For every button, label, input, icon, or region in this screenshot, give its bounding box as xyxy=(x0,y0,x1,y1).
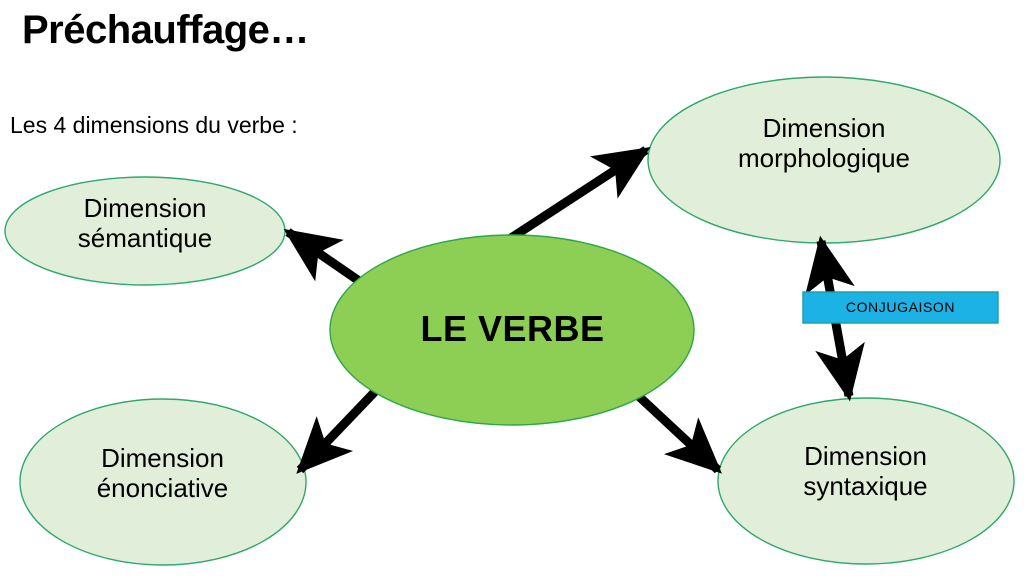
tag-conjugaison[interactable] xyxy=(802,291,999,324)
node-dimension-semantique[interactable] xyxy=(4,176,286,286)
arrow-verbe-to-syntaxique xyxy=(628,386,722,474)
arrow-verbe-to-morphologique xyxy=(502,146,651,246)
node-dimension-morphologique[interactable] xyxy=(647,76,1001,244)
node-le-verbe[interactable] xyxy=(329,234,695,426)
node-dimension-syntaxique[interactable] xyxy=(717,397,1015,565)
page-title: Préchauffage… xyxy=(22,8,309,52)
arrow-verbe-to-enonciative xyxy=(296,374,392,474)
node-dimension-enonciative[interactable] xyxy=(19,398,307,566)
slide-subtitle: Les 4 dimensions du verbe : xyxy=(10,112,298,138)
